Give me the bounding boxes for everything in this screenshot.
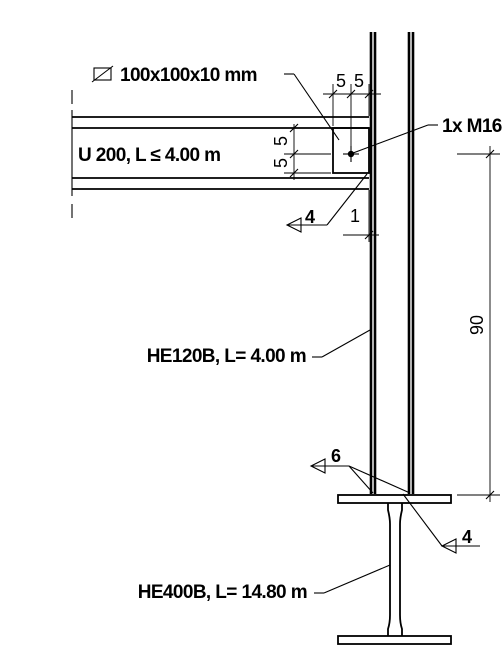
main-beam-leader-diag [323,564,391,594]
angle-symbol-icon [91,65,114,83]
dimension-vertical [457,146,500,502]
angle-plate-leader-diag [293,73,340,141]
weld-bottom-value: 4 [462,527,472,547]
weld-bottom-symbol-icon [402,493,480,554]
weld-plate-value: 4 [305,207,315,227]
bolt-m16 [343,146,359,162]
weld-symbol-icon [285,173,368,233]
column-he120b [369,32,415,494]
column-label: HE120B, L= 4.00 m [147,346,306,367]
dimension-gap-value: 1 [350,206,360,226]
column-leader-diag [321,329,371,358]
dimension-left-lower: 5 [271,158,291,168]
weld-top-value: 6 [331,446,341,466]
bolt-leader [352,124,429,154]
dimension-top-left: 5 [336,71,346,91]
dimension-left-upper: 5 [271,136,291,146]
dimension-vertical-value: 90 [467,315,487,335]
weld-top-symbol-icon [309,458,411,494]
dimension-gap [343,190,379,242]
bolt-label: 1x M16 [442,116,502,137]
dimension-left [284,123,331,180]
main-beam-he400b [337,494,452,645]
channel-beam-label: U 200, L ≤ 4.00 m [78,145,220,166]
main-beam-label: HE400B, L= 14.80 m [138,582,307,603]
dimension-top [323,84,381,150]
dimension-top-right: 5 [354,71,364,91]
angle-plate-label: 100x100x10 mm [120,65,257,86]
